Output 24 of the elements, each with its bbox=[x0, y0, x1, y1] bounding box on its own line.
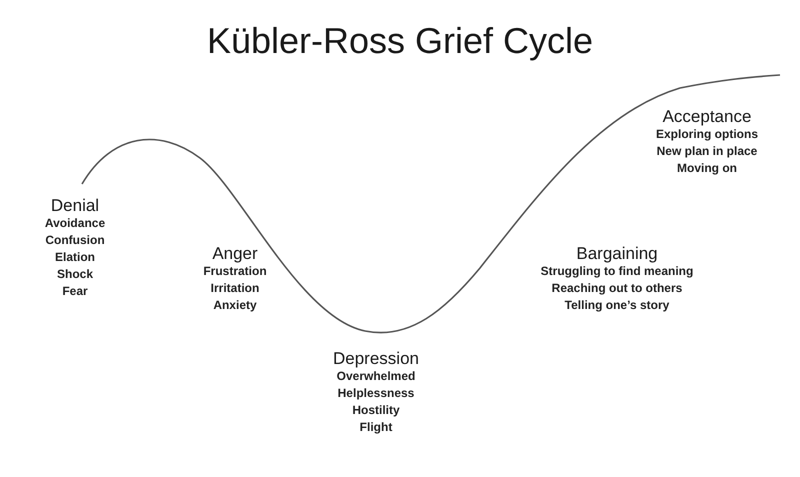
stage-item: Fear bbox=[62, 283, 88, 300]
stage-item: Shock bbox=[56, 266, 93, 283]
stage-heading: Anger bbox=[212, 244, 258, 263]
stage-item: Helplessness bbox=[338, 385, 414, 402]
stage-heading: Bargaining bbox=[576, 244, 658, 263]
stage-item: Frustration bbox=[203, 263, 267, 280]
stage-item: Flight bbox=[360, 419, 392, 436]
stage-item: Overwhelmed bbox=[336, 368, 416, 385]
stage-heading: Depression bbox=[333, 349, 419, 368]
stage-item: Struggling to find meaning bbox=[540, 263, 694, 280]
stage-item: New plan in place bbox=[656, 143, 758, 160]
stage-item: Anxiety bbox=[213, 297, 257, 314]
title: Kübler-Ross Grief Cycle bbox=[206, 20, 594, 62]
stage-item: Moving on bbox=[677, 160, 737, 177]
stage-item: Irritation bbox=[210, 280, 260, 297]
stage-item: Exploring options bbox=[656, 126, 758, 143]
stage-item: Reaching out to others bbox=[552, 280, 682, 297]
stage-item: Avoidance bbox=[44, 215, 106, 232]
stage-heading: Denial bbox=[50, 196, 100, 215]
stage-heading: Acceptance bbox=[662, 107, 752, 126]
stage-item: Confusion bbox=[45, 232, 105, 249]
stage-item: Elation bbox=[54, 249, 95, 266]
stage-item: Hostility bbox=[352, 402, 400, 419]
stage-item: Telling one’s story bbox=[564, 297, 670, 314]
